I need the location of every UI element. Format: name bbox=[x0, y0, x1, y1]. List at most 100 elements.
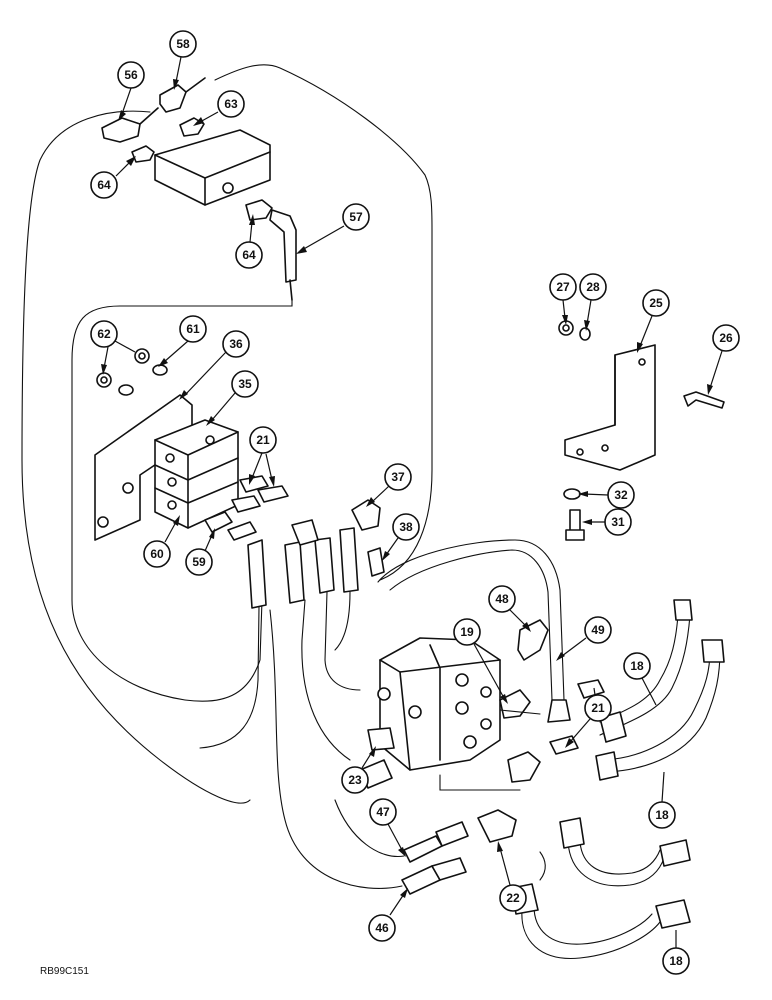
fitting-23 bbox=[367, 727, 395, 751]
callout-32-label: 32 bbox=[614, 488, 628, 502]
hose-46 bbox=[269, 609, 467, 895]
elbow-fitting-37 bbox=[351, 499, 381, 531]
callout-47: 47 bbox=[369, 798, 406, 857]
callout-21a-label: 21 bbox=[256, 433, 270, 447]
callout-64b-label: 64 bbox=[242, 248, 256, 262]
elbow-fitting-48 bbox=[517, 619, 549, 661]
hose-18d bbox=[511, 851, 691, 959]
callout-49-label: 49 bbox=[591, 623, 605, 637]
callout-25-label: 25 bbox=[649, 296, 663, 310]
callout-60: 60 bbox=[143, 515, 180, 568]
callout-23: 23 bbox=[341, 746, 376, 794]
callout-62-label: 62 bbox=[97, 327, 111, 341]
callout-18b-label: 18 bbox=[655, 808, 669, 822]
straight-fitting-64a bbox=[131, 145, 155, 163]
hose-left-envelope bbox=[71, 299, 293, 702]
valve-hoses-bundle bbox=[199, 519, 361, 761]
callout-36-label: 36 bbox=[229, 337, 243, 351]
callout-37-label: 37 bbox=[391, 470, 405, 484]
callout-32: 32 bbox=[578, 481, 635, 509]
elbow-fitting-56 bbox=[101, 107, 159, 143]
callout-35-label: 35 bbox=[238, 377, 252, 391]
callout-59-label: 59 bbox=[192, 555, 206, 569]
hose-18c bbox=[559, 817, 691, 887]
callout-19: 19 bbox=[453, 618, 508, 704]
hose-47 bbox=[334, 799, 469, 863]
callout-64a-label: 64 bbox=[97, 178, 111, 192]
callout-21b-label: 21 bbox=[591, 701, 605, 715]
tee-fitting-upper bbox=[507, 751, 541, 783]
callout-21a: 21 bbox=[249, 426, 277, 487]
hose-49 bbox=[377, 539, 571, 723]
tee-fitting-19 bbox=[499, 689, 531, 719]
bolt-26 bbox=[683, 391, 725, 409]
callout-31-label: 31 bbox=[611, 515, 625, 529]
valve-fittings-59 bbox=[204, 511, 257, 541]
callout-19-label: 19 bbox=[460, 625, 474, 639]
callout-37: 37 bbox=[366, 463, 412, 507]
tee-fitting-22 bbox=[477, 809, 517, 843]
callout-26-label: 26 bbox=[719, 331, 733, 345]
straight-fitting-64b bbox=[245, 199, 273, 221]
callout-64a: 64 bbox=[90, 156, 136, 199]
callout-58: 58 bbox=[169, 30, 197, 90]
elbow-hose-57 bbox=[269, 209, 297, 301]
callout-56-label: 56 bbox=[124, 68, 138, 82]
callout-36: 36 bbox=[179, 330, 250, 400]
hydraulic-pump-body bbox=[359, 637, 501, 789]
valve-fittings-21 bbox=[231, 475, 289, 513]
nut-27 bbox=[558, 320, 574, 336]
callout-57-label: 57 bbox=[349, 210, 363, 224]
callout-56: 56 bbox=[117, 61, 145, 121]
callout-22: 22 bbox=[497, 841, 527, 912]
callout-49: 49 bbox=[556, 616, 612, 661]
straight-fitting-38 bbox=[367, 547, 385, 577]
figure-reference-code: RB99C151 bbox=[40, 966, 89, 977]
nut-61a bbox=[134, 348, 150, 364]
callout-64b: 64 bbox=[235, 214, 263, 269]
callout-28-label: 28 bbox=[586, 280, 600, 294]
callout-38-label: 38 bbox=[399, 520, 413, 534]
routing-envelope-top bbox=[214, 64, 433, 581]
callout-46: 46 bbox=[368, 888, 408, 942]
callout-60-label: 60 bbox=[150, 547, 164, 561]
callout-18b: 18 bbox=[648, 771, 676, 829]
callout-47-label: 47 bbox=[376, 805, 390, 819]
callout-46-label: 46 bbox=[375, 921, 389, 935]
callout-59: 59 bbox=[185, 528, 215, 576]
callout-63: 63 bbox=[193, 90, 245, 126]
callout-35: 35 bbox=[206, 370, 259, 426]
callout-18c: 18 bbox=[662, 930, 690, 975]
callout-61-label: 61 bbox=[186, 322, 200, 336]
callout-21b: 21 bbox=[565, 687, 612, 748]
callout-63-label: 63 bbox=[224, 97, 238, 111]
callout-27-label: 27 bbox=[556, 280, 570, 294]
callout-26: 26 bbox=[707, 324, 740, 395]
callout-38: 38 bbox=[382, 513, 420, 561]
callout-57: 57 bbox=[296, 203, 370, 254]
elbow-fitting-58 bbox=[159, 77, 206, 113]
callout-25: 25 bbox=[637, 289, 670, 353]
hose-18a bbox=[599, 599, 693, 743]
bolt-31 bbox=[565, 509, 585, 541]
callout-61: 61 bbox=[158, 315, 207, 367]
callout-18a: 18 bbox=[623, 652, 657, 706]
control-valve-35 bbox=[154, 419, 239, 529]
washer-61b bbox=[152, 364, 168, 376]
callout-31: 31 bbox=[582, 508, 632, 536]
callout-18a-label: 18 bbox=[630, 659, 644, 673]
callout-22-label: 22 bbox=[506, 891, 520, 905]
callout-28: 28 bbox=[579, 273, 607, 331]
callout-48-label: 48 bbox=[495, 592, 509, 606]
washer-28 bbox=[579, 327, 591, 341]
fittings-21b bbox=[549, 679, 605, 755]
top-manifold-block bbox=[154, 129, 271, 206]
hose-18b bbox=[595, 639, 725, 781]
washer-62b bbox=[118, 384, 134, 396]
washer-32 bbox=[563, 488, 581, 500]
callout-58-label: 58 bbox=[176, 37, 190, 51]
callout-48: 48 bbox=[488, 585, 531, 632]
routing-line-a bbox=[439, 709, 541, 791]
callout-18c-label: 18 bbox=[669, 954, 683, 968]
